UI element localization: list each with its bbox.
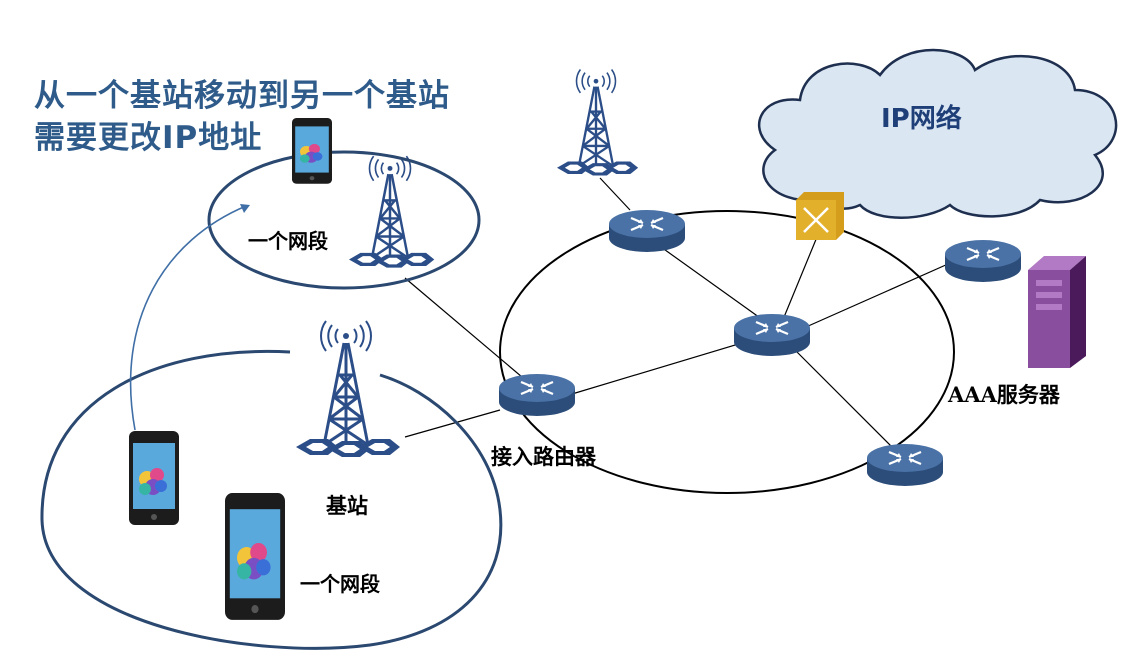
router-icon xyxy=(732,312,812,358)
ip-network-label: IP网络 xyxy=(881,104,962,134)
movement-arrow xyxy=(129,205,247,431)
base-station-tower-icon xyxy=(555,68,640,177)
base-station-tower-icon xyxy=(294,319,402,459)
access-router-label: 接入路由器 xyxy=(491,444,596,469)
smartphone-icon xyxy=(129,431,179,525)
router-icon xyxy=(607,208,687,254)
aaa-server-label: AAA服务器 xyxy=(948,382,1060,407)
title-line-2: 需要更改IP地址 xyxy=(34,120,263,156)
switch-icon xyxy=(796,192,844,240)
title-line-1: 从一个基站移动到另一个基站 xyxy=(34,78,450,114)
access-router-icon xyxy=(497,372,577,418)
network-ring xyxy=(499,210,955,494)
segment-label-large: 一个网段 xyxy=(300,572,380,596)
arrow-head-icon xyxy=(240,204,250,213)
base-station-label: 基站 xyxy=(326,493,368,518)
server-icon xyxy=(1028,256,1086,368)
base-station-tower-icon xyxy=(347,154,436,269)
router-icon xyxy=(943,238,1023,284)
network-segment-large xyxy=(40,349,503,650)
cloud-icon xyxy=(757,48,1118,219)
segment-label-small: 一个网段 xyxy=(248,229,328,253)
router-icon xyxy=(865,442,945,488)
smartphone-icon xyxy=(292,118,332,184)
network-segment-small xyxy=(207,150,481,290)
smartphone-icon xyxy=(225,493,285,620)
